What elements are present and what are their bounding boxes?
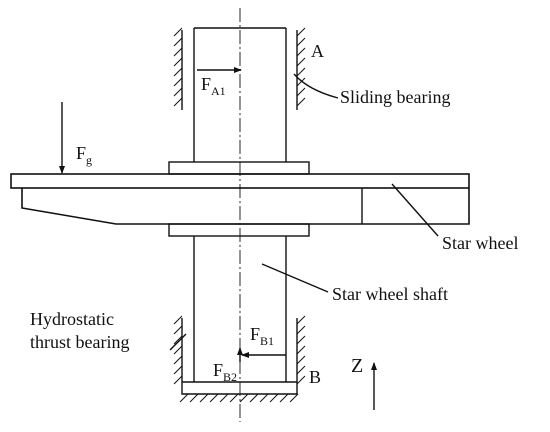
hydrostatic-label-line1: Hydrostatic [30,309,114,329]
star-wheel-leader [391,183,439,237]
upper-left-bearing-hatch [173,27,183,110]
star-wheel-shaft-label: Star wheel shaft [332,284,448,304]
fa1-label: FA1 [201,74,226,98]
lower-shaft [193,236,287,382]
upper-shaft [193,27,287,162]
hydrostatic-label-line2: thrust bearing [30,332,129,352]
upper-hub [168,161,310,175]
star-wheel-label: Star wheel [442,233,518,253]
point-a-label: A [311,41,324,61]
point-b-label: B [309,367,321,387]
hydrostatic-leader [169,333,187,351]
upper-right-bearing-hatch [296,27,306,110]
lower-bearing-housing [173,315,306,403]
fb2-label: FB2 [213,360,237,384]
sliding-bearing-label: Sliding bearing [340,87,451,107]
fb1-label: FB1 [250,324,274,348]
z-axis-label: Z [351,355,363,377]
lower-hub [168,223,310,237]
star-wheel-shaft-leader [261,263,329,293]
sliding-bearing-leader [293,73,339,99]
fg-label: Fg [76,143,92,167]
